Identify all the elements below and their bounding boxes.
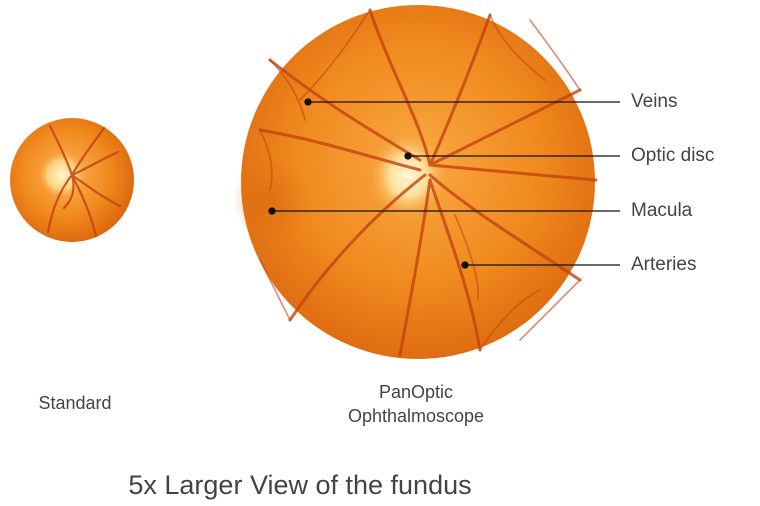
panoptic-caption-line2: Ophthalmoscope <box>318 404 514 428</box>
standard-caption: Standard <box>0 393 150 414</box>
optic-disc-marker <box>405 153 411 159</box>
veins-marker <box>305 99 311 105</box>
arteries-marker <box>462 262 468 268</box>
panoptic-caption-line1: PanOptic <box>318 380 514 404</box>
optic-disc-label: Optic disc <box>631 145 714 167</box>
arteries-label: Arteries <box>631 254 696 276</box>
veins-label: Veins <box>631 91 677 113</box>
macula-marker <box>269 208 275 214</box>
macula-label: Macula <box>631 200 692 222</box>
figure-title: 5x Larger View of the fundus <box>0 470 600 501</box>
panoptic-caption: PanOptic Ophthalmoscope <box>318 380 514 428</box>
